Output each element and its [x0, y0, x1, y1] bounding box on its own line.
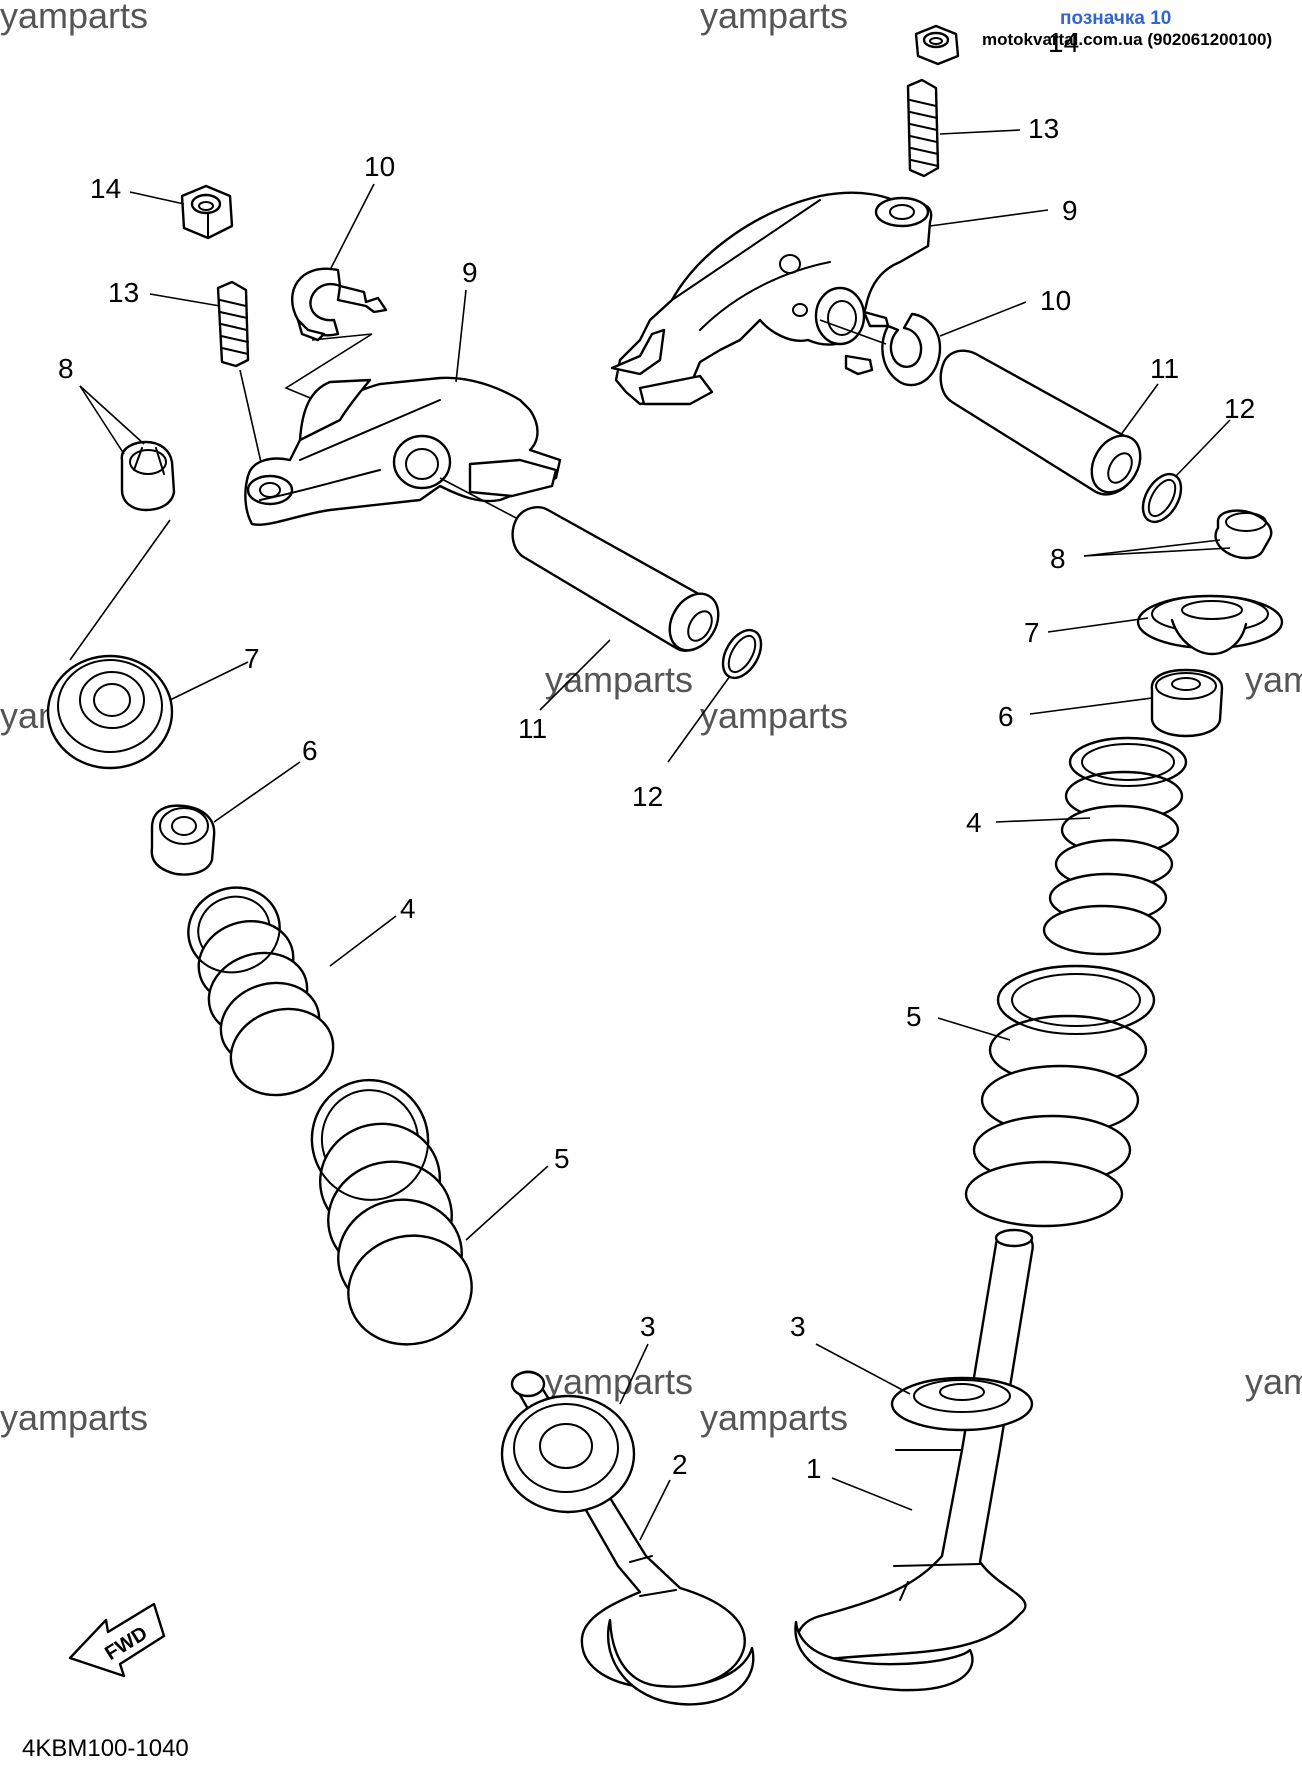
- watermark: yamparts: [0, 1397, 148, 1438]
- part-nut-left: [180, 184, 234, 240]
- watermark: yamparts: [545, 659, 693, 700]
- callout-12-right: 12: [1224, 393, 1255, 424]
- part-retainer-left: [46, 654, 174, 770]
- part-oring-right: [1141, 472, 1183, 524]
- callout-4-left: 4: [400, 893, 416, 924]
- part-seal-right: [1150, 668, 1224, 738]
- watermark: yamparts: [0, 0, 148, 36]
- callout-numbers: 14 13 10 9 8 7 6 4 5 11 12 14 13 9 10 11…: [58, 27, 1255, 1484]
- note-site: motokvartal.com.ua (902061200100): [982, 30, 1272, 49]
- callout-1: 1: [806, 1453, 822, 1484]
- watermark: yamparts: [700, 0, 848, 36]
- watermark: yamparts: [700, 1397, 848, 1438]
- callout-8-left: 8: [58, 353, 74, 384]
- watermark: yamparts: [1245, 659, 1302, 700]
- callout-4-right: 4: [966, 807, 982, 838]
- part-nut-right: [914, 24, 960, 66]
- part-spring-seat-left: [500, 1394, 636, 1514]
- callout-9-right: 9: [1062, 195, 1078, 226]
- part-rocker-shaft-left: [439, 477, 720, 652]
- part-cotter-left: [69, 440, 176, 661]
- part-valve-exhaust: [794, 1228, 1034, 1692]
- callout-13-right: 13: [1028, 113, 1059, 144]
- diagram-code: 4KBM100-1040: [22, 1735, 189, 1762]
- callout-11-left: 11: [518, 713, 547, 744]
- callout-6-left: 6: [302, 735, 318, 766]
- note-label: позначка 10: [1060, 8, 1171, 29]
- part-rocker-shaft-right: [939, 349, 1142, 496]
- callout-6-right: 6: [998, 701, 1014, 732]
- callout-3-left: 3: [640, 1311, 656, 1342]
- part-clip-right: [819, 310, 942, 387]
- callout-10-left: 10: [364, 151, 395, 182]
- callout-12-left: 12: [632, 781, 663, 812]
- callout-10-right: 10: [1040, 285, 1071, 316]
- fwd-arrow: FWD: [68, 1602, 166, 1678]
- leader-lines: [79, 129, 1231, 1541]
- part-retainer-right: [1136, 594, 1284, 656]
- part-cotter-right: [1214, 509, 1273, 560]
- part-oring-left: [721, 628, 763, 680]
- part-clip-left: [284, 267, 388, 403]
- callout-7-left: 7: [244, 643, 260, 674]
- callout-5-right: 5: [906, 1001, 922, 1032]
- part-spring-outer-right: [964, 964, 1156, 1228]
- part-spring-outer-left: [310, 1078, 473, 1346]
- callout-14-right: 14: [1048, 27, 1079, 58]
- callout-8-right: 8: [1050, 543, 1066, 574]
- watermark: yamparts: [1245, 1361, 1302, 1402]
- callout-3-right: 3: [790, 1311, 806, 1342]
- part-spring-inner-left: [187, 886, 335, 1097]
- part-spring-seat-right: [890, 1376, 1034, 1432]
- watermark: yamparts: [700, 695, 848, 736]
- callout-5-left: 5: [554, 1143, 570, 1174]
- callout-2: 2: [672, 1449, 688, 1480]
- part-seal-left: [150, 804, 216, 876]
- part-adjust-screw-right: [906, 78, 940, 178]
- part-adjust-screw-left: [216, 280, 266, 481]
- part-rocker-arm-left: [244, 376, 562, 526]
- part-rocker-arm-right: [610, 191, 933, 406]
- callout-9-left: 9: [462, 257, 478, 288]
- callout-14-left: 14: [90, 173, 121, 204]
- callout-11-right: 11: [1150, 353, 1179, 384]
- callout-7-right: 7: [1024, 617, 1040, 648]
- callout-13-left: 13: [108, 277, 139, 308]
- part-spring-inner-right: [1042, 736, 1188, 956]
